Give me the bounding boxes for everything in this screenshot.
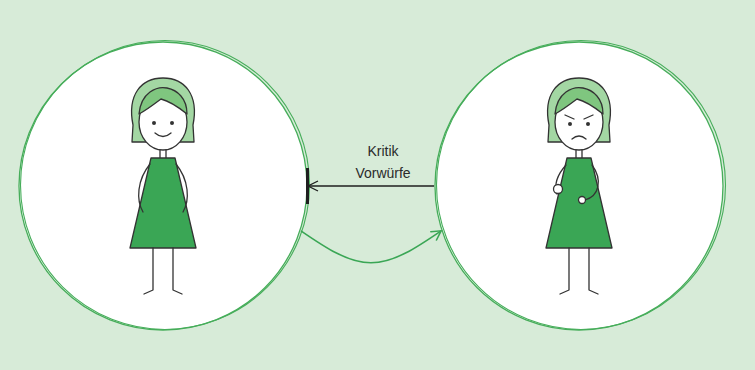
figure-path bbox=[155, 133, 171, 137]
figure-ellipse bbox=[139, 94, 187, 150]
figure-circle bbox=[579, 197, 586, 204]
circle-outline bbox=[433, 40, 725, 332]
figure-path bbox=[139, 164, 150, 212]
angry-figure bbox=[546, 78, 612, 294]
circle-ring bbox=[21, 41, 310, 330]
figure-path bbox=[565, 115, 593, 119]
circle-node bbox=[17, 40, 309, 332]
circle-outline bbox=[17, 40, 309, 332]
figure-circle bbox=[554, 185, 563, 194]
figure-path bbox=[548, 78, 611, 142]
figure-path bbox=[160, 150, 166, 159]
circle-node bbox=[433, 40, 725, 332]
figure-circle bbox=[152, 121, 156, 125]
figure-path bbox=[555, 88, 603, 114]
edge-label: Kritik Vorwürfe bbox=[343, 140, 423, 184]
figure-path bbox=[130, 158, 196, 248]
figure-circle bbox=[568, 122, 572, 126]
circle-ring bbox=[437, 41, 726, 330]
calm-figure bbox=[130, 78, 196, 294]
figure-circle bbox=[586, 122, 590, 126]
figure-path bbox=[576, 150, 582, 159]
connector-arrow bbox=[301, 231, 441, 263]
figure-path bbox=[572, 136, 586, 139]
figure-path bbox=[560, 248, 598, 294]
figure-path bbox=[176, 164, 187, 212]
figure-ellipse bbox=[555, 94, 603, 150]
figure-path bbox=[585, 165, 598, 200]
figure-path bbox=[144, 248, 182, 294]
figure-path bbox=[546, 158, 612, 248]
connector-arrow bbox=[308, 185, 434, 186]
figure-path bbox=[132, 78, 195, 142]
figure-path bbox=[139, 88, 187, 114]
figure-circle bbox=[170, 121, 174, 125]
figure-path bbox=[556, 165, 566, 194]
